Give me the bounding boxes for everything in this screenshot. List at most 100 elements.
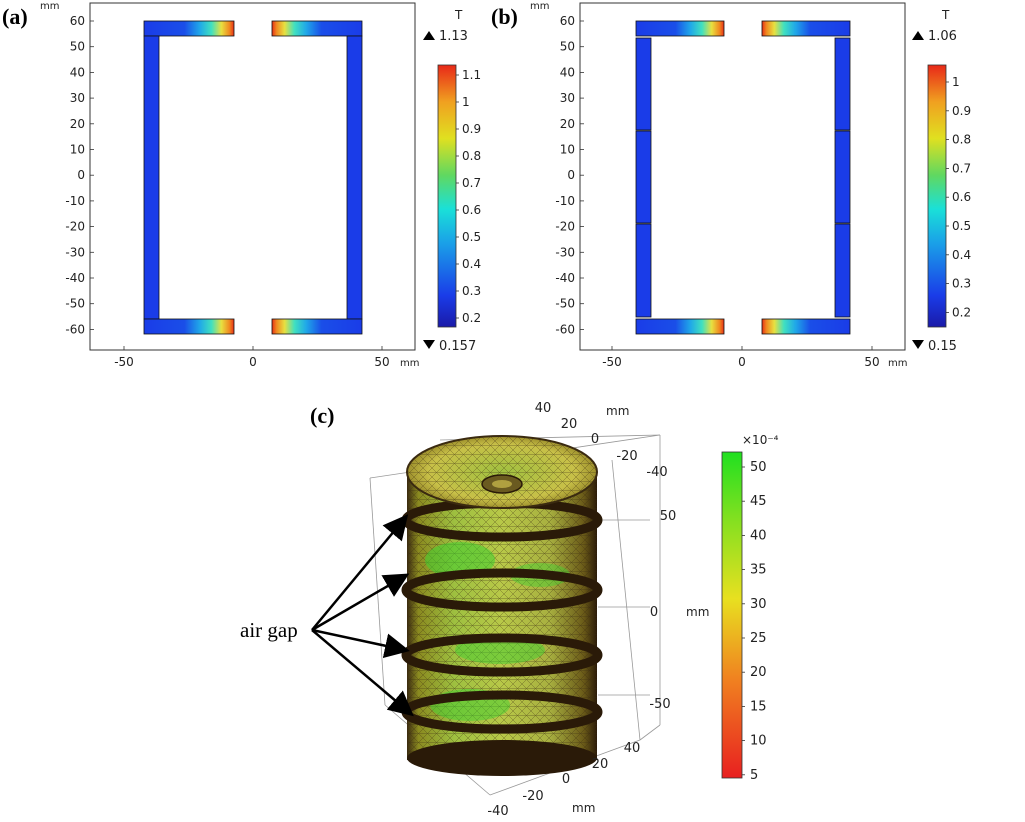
colorbar-unit-b: T [941,8,950,22]
colorbar-tick-label: 45 [750,494,767,509]
right-axis-tick-label: -50 [649,697,670,712]
plot-frame-b [579,2,906,351]
y-tick-label: 10 [70,143,85,157]
y-tick-label: 50 [560,40,575,54]
bottom-axis-tick-label: 0 [562,772,570,787]
y-tick-label: 30 [70,91,85,105]
y-tick-label: 0 [77,168,85,182]
y-tick-label: 0 [567,168,575,182]
cylinder-top-mesh [407,436,597,508]
colorbar-max-b: 1.06 [928,29,957,44]
cylinder-bottom [407,740,597,776]
y-tick-label: 10 [560,143,575,157]
x-unit-b: mm [888,358,907,369]
y-tick-label: -10 [65,194,85,208]
core-top-right-b [761,20,851,37]
bottom-axis-unit-c: mm [572,801,595,815]
bottom-axis-tick-label: -20 [522,789,543,804]
colorbar-tick-label: 0.7 [952,161,971,175]
colorbar-tick-label: 0.5 [462,230,481,244]
x-tick-label: 50 [374,355,389,369]
air-gap-annotation: air gap [240,618,298,642]
cylinder [401,435,603,776]
colorbar-min-a: 0.157 [439,339,476,354]
right-axis-unit-c: mm [686,605,709,619]
y-tick-label: 20 [560,117,575,131]
colorbar-tick-label: 0.5 [952,219,971,233]
core-right-leg-a [346,35,363,320]
y-tick-label: -50 [555,297,575,311]
center-hole-inner [492,480,512,488]
colorbar-tick-label: 0.4 [462,257,481,271]
x-tick-label: -50 [602,355,622,369]
colorbar-tick-label: 1.1 [462,68,481,82]
min-triangle-icon [912,340,924,349]
colorbar-tick-label: 0.8 [952,133,971,147]
colorbar-tick-label: 0.7 [462,176,481,190]
min-triangle-icon [423,340,435,349]
x-unit-a: mm [400,358,419,369]
y-tick-label: -30 [65,245,85,259]
y-tick-label: -40 [555,271,575,285]
colorbar-ticks-b: 10.90.80.70.60.50.40.30.2 [946,75,971,319]
core-left-leg-a [143,35,160,320]
colorbar-a [437,64,457,328]
core-left-seg2-b [635,130,652,224]
x-tick-label: 0 [249,355,257,369]
y-tick-label: 30 [560,91,575,105]
y-tick-label: 20 [70,117,85,131]
y-tick-label: 40 [560,65,575,79]
core-left-seg3-b [635,223,652,318]
y-tick-label: 60 [560,14,575,28]
colorbar-tick-label: 0.2 [952,305,971,319]
bottom-axis-tick-label: -40 [487,804,508,819]
core-bottom-left-b [635,318,725,335]
colorbar-min-b: 0.15 [928,339,957,354]
colorbar-tick-label: 0.6 [952,190,971,204]
y-tick-label: -50 [65,297,85,311]
colorbar-tick-label: 0.9 [952,104,971,118]
colorbar-c [721,451,743,779]
panel-label-a: (a) [2,4,28,29]
right-axis-tick-label: 50 [660,509,677,524]
x-tick-label: 50 [864,355,879,369]
core-bottom-left-a [143,318,235,335]
air-gap-arrows [311,514,414,717]
arrow-3 [311,628,410,659]
core-top-left-a [143,20,235,37]
colorbar-tick-label: 0.9 [462,122,481,136]
bottom-axis-tick-label: 20 [592,757,609,772]
core-right-seg3-b [834,223,851,318]
colorbar-tick-label: 15 [750,699,767,714]
y-unit-a: mm [40,1,59,12]
y-unit-b: mm [530,1,549,12]
y-tick-label: -20 [555,220,575,234]
colorbar-tick-label: 10 [750,734,767,749]
x-tick-label: 0 [738,355,746,369]
top-axis-tick-label: 40 [535,401,552,416]
core-top-left-b [635,20,725,37]
arrow-1 [311,514,409,631]
y-tick-label: 60 [70,14,85,28]
core-top-right-a [271,20,363,37]
panel-label-b: (b) [491,4,518,29]
field-patch [425,542,495,578]
cylinder-mesh [407,470,597,760]
y-tick-label: -30 [555,245,575,259]
y-tick-label: -20 [65,220,85,234]
x-ticks-b: -50 0 50 [602,346,880,369]
plot-frame-a [89,2,416,351]
core-right-seg1-b [834,37,851,131]
panel-label-c: (c) [310,403,335,428]
colorbar-exponent-c: ×10⁻⁴ [742,433,779,447]
colorbar-tick-label: 1 [462,95,470,109]
colorbar-tick-label: 40 [750,528,767,543]
colorbar-tick-label: 35 [750,563,767,578]
